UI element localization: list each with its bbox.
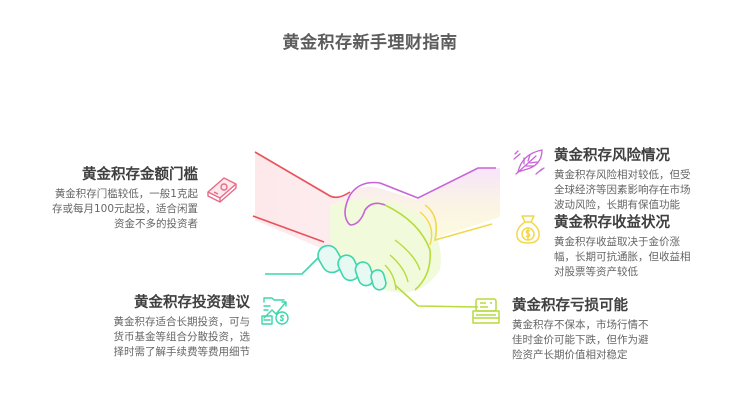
advice-section: 黄金积存投资建议 黄金积存适合长期投资，可与 货币基金等组合分散投资，选 择时需… — [70, 293, 251, 360]
loss-section: 黄金积存亏损可能 黄金积存不保本，市场行情不 佳时金价可能下跌，但作为避 险资产… — [512, 296, 692, 363]
threshold-heading: 黄金积存金额门槛 — [82, 167, 198, 183]
loss-text: 黄金积存不保本，市场行情不 佳时金价可能下跌，但作为避 险资产长期价值相对稳定 — [512, 319, 649, 361]
risk-heading: 黄金积存风险情况 — [554, 148, 670, 164]
return-section: 黄金积存收益状况 黄金积存收益取决于金价涨 幅，长期可抗通胀，但收益相 对股票等… — [554, 213, 734, 280]
money-bag-icon — [516, 215, 540, 244]
return-heading: 黄金积存收益状况 — [554, 215, 670, 231]
investment-growth-icon — [261, 297, 289, 325]
advice-text: 黄金积存适合长期投资，可与 货币基金等组合分散投资，选 择时需了解手续费等费用细… — [113, 316, 251, 358]
page-title: 黄金积存新手理财指南 — [282, 33, 458, 53]
risk-section: 黄金积存风险情况 黄金积存风险相对较低，但受 全球经济等因素影响存在市场 波动风… — [554, 146, 734, 213]
threshold-text: 黄金积存门槛较低，一般1克起 存或每月100元起投，适合闲置 资金不多的投资者 — [51, 188, 198, 230]
cash-register-icon — [472, 298, 500, 324]
leaf-icon — [513, 149, 545, 175]
risk-text: 黄金积存风险相对较低，但受 全球经济等因素影响存在市场 波动风险，长期有保值功能 — [554, 169, 691, 211]
advice-heading: 黄金积存投资建议 — [134, 295, 250, 311]
threshold-section: 黄金积存金额门槛 黄金积存门槛较低，一般1克起 存或每月100元起投，适合闲置 … — [22, 165, 198, 232]
loss-heading: 黄金积存亏损可能 — [512, 298, 628, 314]
gold-bar-icon — [207, 177, 237, 203]
return-text: 黄金积存收益取决于金价涨 幅，长期可抗通胀，但收益相 对股票等资产较低 — [554, 236, 691, 278]
